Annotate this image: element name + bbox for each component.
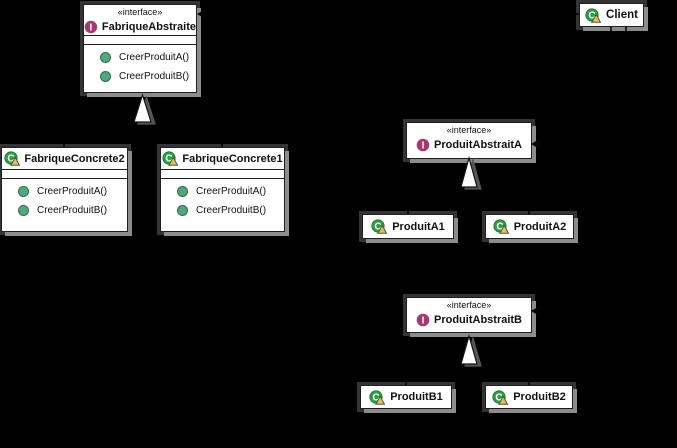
svg-text:I: I	[422, 315, 425, 326]
method-row: CreerProduitB()	[161, 201, 284, 220]
class-icon: C	[4, 151, 21, 166]
methods-compartment: CreerProduitA() CreerProduitB()	[2, 179, 127, 220]
class-name: ProduitAbstraitA	[434, 138, 522, 151]
svg-text:C: C	[375, 221, 382, 232]
method-row: CreerProduitB()	[2, 201, 127, 220]
compartment-divider	[161, 169, 284, 170]
method-label: CreerProduitB()	[119, 71, 190, 82]
class-name: FabriqueConcrete1	[182, 152, 283, 165]
dependency-arrow-icon	[197, 7, 208, 21]
edge-fabriqueconcrete2-generalization	[63, 123, 143, 147]
class-icon: C	[585, 7, 602, 23]
compartment-divider	[2, 178, 127, 179]
class-icon: C	[493, 219, 509, 234]
class-icon: C	[492, 389, 509, 405]
compartment-divider	[2, 169, 127, 170]
class-box-produit-b1[interactable]: C ProduitB1	[360, 385, 452, 409]
method-visibility-icon	[177, 186, 188, 197]
svg-text:I: I	[90, 22, 93, 33]
stereotype-label: «interface»	[446, 300, 492, 310]
interface-icon: I	[416, 313, 430, 326]
class-box-produit-b2[interactable]: C ProduitB2	[485, 385, 573, 409]
class-icon: C	[162, 151, 179, 166]
interface-icon: I	[84, 20, 98, 33]
edge-produita2-generalization	[469, 195, 530, 214]
class-box-produit-a1[interactable]: C ProduitA1	[362, 214, 454, 239]
compartment-divider	[84, 35, 196, 36]
method-label: CreerProduitB()	[196, 205, 267, 216]
method-label: CreerProduitA()	[37, 186, 108, 197]
edge-fabriqueconcrete1-generalization	[142, 130, 223, 147]
stereotype-label: «interface»	[446, 125, 492, 135]
dependency-arrow-icon	[531, 304, 542, 318]
class-box-fabrique-concrete1[interactable]: C FabriqueConcrete1 CreerProduitA() Cree…	[160, 147, 285, 232]
method-visibility-icon	[177, 205, 188, 216]
method-label: CreerProduitA()	[119, 52, 190, 63]
generalization-arrow-icon	[460, 155, 478, 188]
method-row: CreerProduitA()	[161, 182, 284, 201]
class-name: ProduitB2	[513, 391, 566, 403]
class-icon: C	[371, 219, 388, 234]
dependency-arrow-icon	[531, 137, 542, 151]
interface-icon: I	[416, 138, 430, 151]
methods-compartment: CreerProduitA() CreerProduitB()	[84, 45, 196, 86]
svg-text:C: C	[373, 392, 380, 403]
svg-text:C: C	[8, 153, 15, 164]
svg-text:C: C	[166, 153, 173, 164]
attributes-compartment	[84, 36, 196, 44]
attributes-compartment	[2, 170, 127, 178]
class-box-produit-abstrait-b[interactable]: «interface» I ProduitAbstraitB	[406, 297, 532, 333]
svg-text:I: I	[422, 140, 425, 151]
compartment-divider	[84, 44, 196, 45]
class-name: Client	[606, 9, 638, 21]
method-visibility-icon	[18, 186, 29, 197]
method-visibility-icon	[18, 205, 29, 216]
edge-client-produitabstraitb	[543, 27, 627, 312]
method-visibility-icon	[100, 52, 111, 63]
class-box-fabrique-abstraite[interactable]: «interface» I FabriqueAbstraite CreerPro…	[83, 4, 197, 93]
methods-compartment: CreerProduitA() CreerProduitB()	[161, 179, 284, 220]
method-visibility-icon	[100, 71, 111, 82]
svg-text:C: C	[588, 10, 595, 21]
method-label: CreerProduitB()	[37, 205, 108, 216]
stereotype-label: «interface»	[117, 7, 163, 17]
class-name: FabriqueConcrete2	[24, 152, 125, 165]
class-icon: C	[369, 389, 386, 405]
class-box-produit-a2[interactable]: C ProduitA2	[485, 214, 574, 239]
generalization-arrow-icon	[460, 333, 478, 365]
svg-text:C: C	[496, 392, 503, 403]
class-box-fabrique-concrete2[interactable]: C FabriqueConcrete2 CreerProduitA() Cree…	[1, 147, 128, 232]
attributes-compartment	[161, 170, 284, 178]
svg-text:C: C	[496, 221, 503, 232]
method-row: CreerProduitB()	[84, 67, 196, 86]
class-box-client[interactable]: C Client	[579, 3, 644, 27]
generalization-arrow-icon	[133, 93, 152, 123]
class-box-produit-abstrait-a[interactable]: «interface» I ProduitAbstraitA	[406, 122, 532, 159]
edge-client-produitabstraita	[543, 27, 612, 145]
method-row: CreerProduitA()	[84, 48, 196, 67]
method-row: CreerProduitA()	[2, 182, 127, 201]
class-name: ProduitA2	[513, 220, 567, 233]
class-name: ProduitB1	[390, 391, 443, 403]
edge-produitb1-generalization	[405, 365, 470, 385]
class-name: ProduitA1	[392, 220, 445, 233]
edge-produita1-generalization	[407, 188, 470, 214]
class-name: FabriqueAbstraite	[101, 20, 196, 33]
edge-produitb2-generalization	[469, 371, 530, 385]
compartment-divider	[161, 178, 284, 179]
class-name: ProduitAbstraitB	[434, 313, 522, 326]
method-label: CreerProduitA()	[196, 186, 267, 197]
